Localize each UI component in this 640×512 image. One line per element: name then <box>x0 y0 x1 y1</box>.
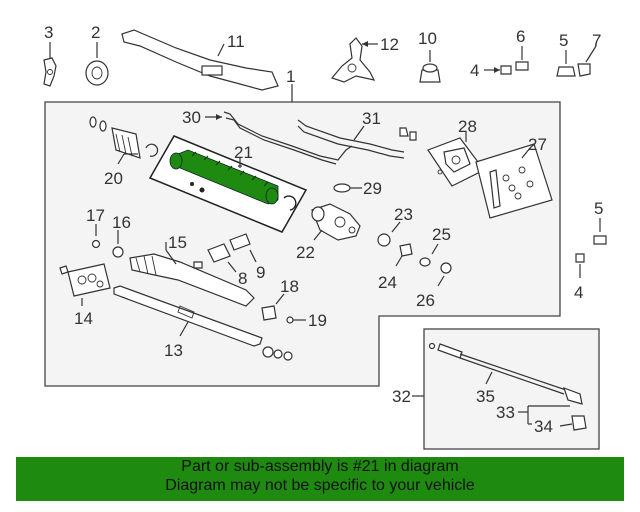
callout-8: 8 <box>238 269 247 288</box>
callout-23: 23 <box>394 205 413 224</box>
part-19-seal <box>286 316 306 324</box>
part-9-bracket <box>229 233 257 263</box>
callout-1: 1 <box>286 67 295 86</box>
part-26-seal <box>437 262 452 287</box>
part-20-boot <box>89 116 159 165</box>
footer-line-2: Diagram may not be specific to your vehi… <box>165 477 475 494</box>
callout-26: 26 <box>416 291 435 310</box>
part-34-nut <box>559 415 587 431</box>
callout-18: 18 <box>280 277 299 296</box>
footer-banner: Part or sub-assembly is #21 in diagram D… <box>16 457 624 501</box>
callout-6: 6 <box>516 27 525 46</box>
part-5-nut-top <box>556 50 576 77</box>
callout-22: 22 <box>296 243 315 262</box>
callout-14: 14 <box>74 309 93 328</box>
callout-34: 34 <box>534 417 553 436</box>
part-25-seal <box>419 243 439 267</box>
callout-30: 30 <box>182 108 201 127</box>
part-29-seal <box>333 183 362 193</box>
callout-11: 11 <box>227 32 245 51</box>
callout-24: 24 <box>378 273 397 292</box>
callout-35: 35 <box>476 387 495 406</box>
part-12-bracket <box>330 37 378 83</box>
callout-27: 27 <box>528 135 547 154</box>
part-18-nut <box>261 293 285 321</box>
callout-4-top: 4 <box>470 61 479 80</box>
part-6-bolt <box>515 46 529 71</box>
part-10-mount <box>419 50 441 83</box>
callout-5-top: 5 <box>559 31 568 50</box>
part-5-nut-right <box>593 218 607 245</box>
part-21-rack-assembly <box>169 149 297 211</box>
part-14-kit <box>59 263 111 306</box>
callout-31: 31 <box>362 109 381 128</box>
callout-32: 32 <box>392 387 411 406</box>
callout-10: 10 <box>418 29 437 48</box>
part-13-rack <box>113 285 293 361</box>
callout-4-right: 4 <box>574 283 583 302</box>
callout-5-right: 5 <box>594 199 603 218</box>
callout-21: 21 <box>234 143 253 162</box>
callout-2: 2 <box>91 23 100 42</box>
callout-12: 12 <box>380 35 399 54</box>
callout-25: 25 <box>432 225 451 244</box>
tie-rod-box <box>423 328 600 450</box>
part-22-housing <box>311 203 361 241</box>
part-11-crossmember <box>121 29 279 91</box>
part-7-fitting <box>577 45 597 77</box>
callout-28: 28 <box>458 117 477 136</box>
callout-20: 20 <box>104 169 123 188</box>
bolt-near-8 <box>193 261 203 269</box>
part-31-tube <box>297 119 405 159</box>
callout-19: 19 <box>308 311 327 330</box>
callout-9: 9 <box>256 263 265 282</box>
callout-7: 7 <box>592 31 601 50</box>
part-27-kit <box>475 143 553 219</box>
part-24-seal <box>395 243 413 267</box>
callout-33: 33 <box>496 403 515 422</box>
part-8-bracket <box>207 243 237 273</box>
callout-29: 29 <box>363 179 382 198</box>
part-33-tie-rod-end <box>518 386 583 425</box>
part-23-seal <box>377 221 401 247</box>
callout-3: 3 <box>44 23 53 42</box>
callout-16: 16 <box>112 213 131 232</box>
callout-17: 17 <box>86 206 105 225</box>
part-4-bolt-top <box>484 65 512 75</box>
part-17-pin <box>91 224 101 249</box>
footer-line-1: Part or sub-assembly is #21 in diagram <box>181 458 459 475</box>
part-35-tie-rod <box>428 342 567 395</box>
fittings-near-31 <box>399 127 417 141</box>
callout-15: 15 <box>168 233 187 252</box>
part-30-tube <box>205 111 353 165</box>
part-4-bolt-right <box>575 253 585 278</box>
part-2-bushing <box>85 42 109 86</box>
part-15-housing <box>129 242 255 307</box>
callout-13: 13 <box>164 341 183 360</box>
part-16-nut <box>112 230 124 258</box>
part-3-bracket <box>43 42 57 87</box>
